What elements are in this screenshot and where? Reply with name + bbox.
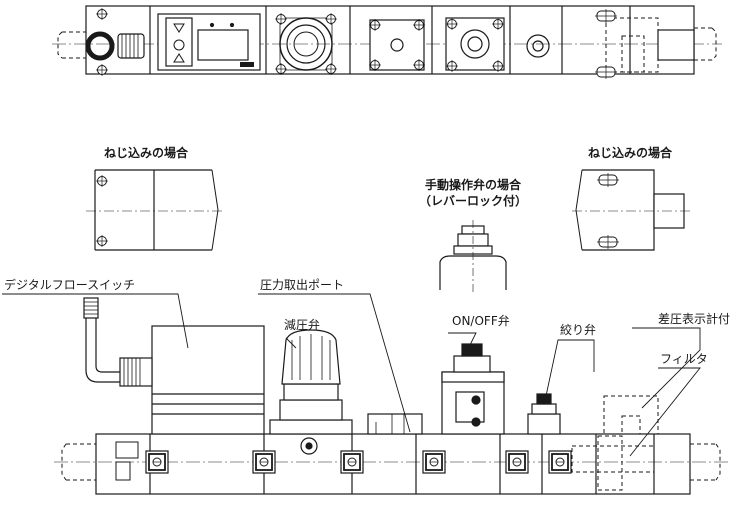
- screw-in-right-view: [572, 169, 692, 251]
- top-view: [52, 5, 722, 75]
- screw-in-left-label: ねじ込みの場合: [104, 146, 189, 160]
- manual-valve-label-line2: （レバーロック付）: [418, 194, 527, 208]
- callout-throttle-valve: 絞り弁: [560, 323, 597, 337]
- callout-reducing-valve: 減圧弁: [284, 318, 321, 332]
- leader-lines: [2, 293, 701, 457]
- callout-filter: フィルタ: [660, 352, 708, 366]
- manual-valve-view: [439, 220, 507, 292]
- screw-in-right-label: ねじ込みの場合: [588, 146, 673, 160]
- callout-pressure-port: 圧力取出ポート: [260, 278, 345, 292]
- callout-diff-pressure-gauge: 差圧表示計付: [658, 312, 731, 326]
- front-view-body: [54, 297, 728, 495]
- screw-in-left-view: [86, 169, 222, 251]
- manual-valve-label-line1: 手動操作弁の場合: [424, 178, 521, 192]
- callout-on-off-valve: ON/OFF弁: [452, 314, 510, 328]
- callout-digital-flow-switch: デジタルフロースイッチ: [4, 278, 136, 292]
